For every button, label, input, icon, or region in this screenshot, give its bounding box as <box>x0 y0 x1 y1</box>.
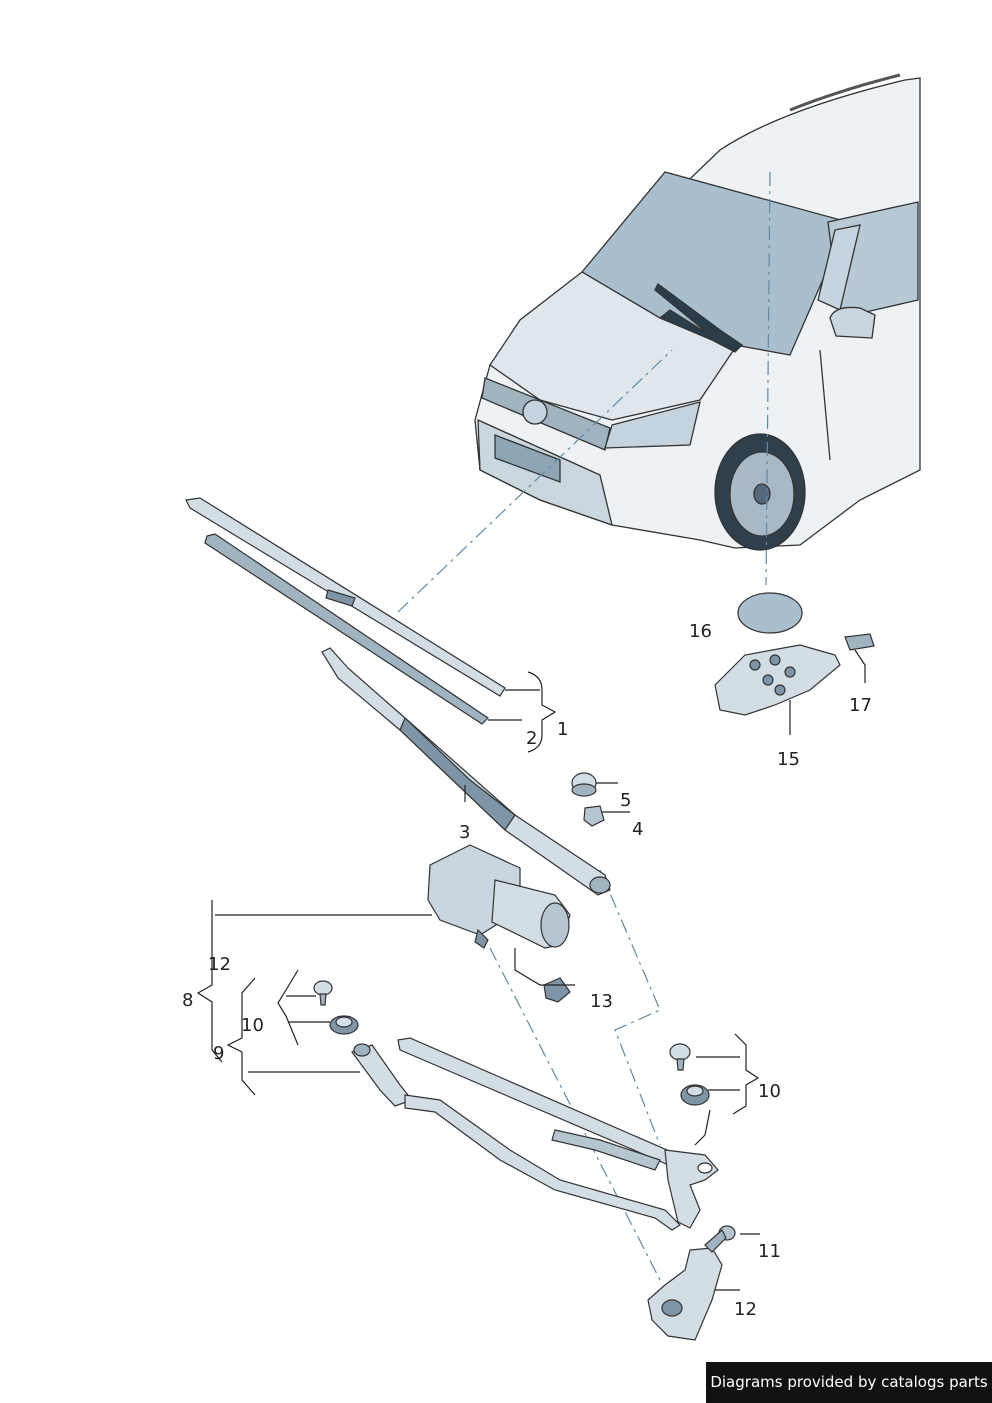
guide-lines <box>397 171 771 1281</box>
cap-part-5 <box>571 772 597 797</box>
sensor-cover-part-16 <box>737 592 803 634</box>
callout-labels: 1 2 3 5 4 12 8 13 10 9 10 11 12 16 17 15 <box>182 621 872 1320</box>
wiper-blade <box>185 497 506 725</box>
callout-16: 16 <box>689 621 712 642</box>
callout-2: 2 <box>526 728 537 749</box>
wiper-motor <box>427 844 571 949</box>
callout-12-bottom: 12 <box>734 1299 757 1320</box>
callout-10-right: 10 <box>758 1081 781 1102</box>
callout-10-left: 10 <box>241 1015 264 1036</box>
leader-lines <box>196 649 866 1291</box>
grommet-part-13 <box>543 977 571 1003</box>
callout-4: 4 <box>632 819 643 840</box>
fastener-part-10-right <box>669 1043 710 1106</box>
callout-1: 1 <box>557 719 568 740</box>
wiper-arm <box>321 647 611 896</box>
connector-part-17 <box>844 633 875 651</box>
callout-12-top: 12 <box>208 954 231 975</box>
callout-17: 17 <box>849 695 872 716</box>
rain-sensor-part-15 <box>714 644 841 716</box>
callout-5: 5 <box>620 790 631 811</box>
bracket-part-12 <box>647 1229 727 1341</box>
fastener-part-10-left <box>313 980 359 1035</box>
callout-15: 15 <box>777 749 800 770</box>
callout-3: 3 <box>459 822 470 843</box>
callout-11: 11 <box>758 1241 781 1262</box>
callout-13: 13 <box>590 991 613 1012</box>
callout-8: 8 <box>182 990 193 1011</box>
callout-9: 9 <box>213 1043 224 1064</box>
vehicle-illustration <box>474 73 921 551</box>
nut-part-4 <box>583 805 605 827</box>
wiper-linkage <box>351 1037 719 1231</box>
attribution-banner: Diagrams provided by catalogs parts <box>706 1362 992 1403</box>
